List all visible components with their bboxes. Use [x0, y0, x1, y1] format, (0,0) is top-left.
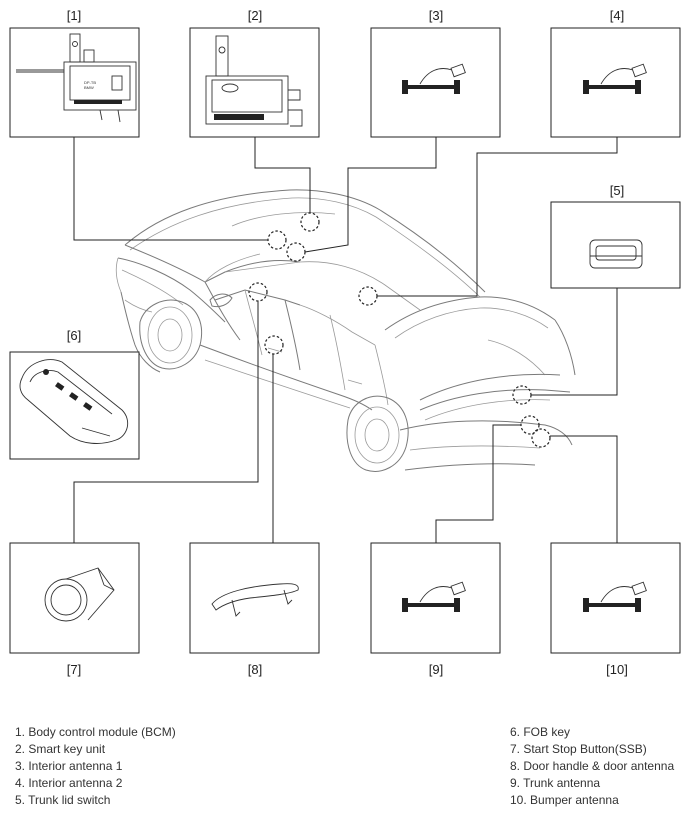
callout-2: [2]	[248, 8, 262, 23]
bcm-label-b: BMW	[84, 85, 94, 90]
leader-lines	[73, 137, 618, 543]
antenna-icon	[402, 581, 466, 612]
legend-item: 2. Smart key unit	[15, 742, 106, 756]
box-fob-key	[9, 351, 140, 460]
marker-door-handle	[264, 335, 284, 355]
callout-1: [1]	[67, 8, 81, 23]
legend-item: 9. Trunk antenna	[510, 776, 601, 790]
antenna-icon	[402, 63, 466, 94]
marker-trunk-antenna	[520, 415, 540, 435]
marker-interior-antenna-2	[358, 286, 378, 306]
box-trunk-antenna	[370, 542, 501, 654]
door-handle-icon	[211, 583, 299, 617]
box-trunk-lid-switch	[550, 201, 681, 289]
legend-right: 6. FOB key 7. Start Stop Button(SSB) 8. …	[510, 724, 674, 809]
legend-item: 5. Trunk lid switch	[15, 793, 111, 807]
callout-7: [7]	[67, 662, 81, 677]
bcm-module-icon: DP-TB BMW	[16, 33, 137, 123]
callout-4: [4]	[610, 8, 624, 23]
marker-bcm	[267, 230, 287, 250]
marker-smart-key-unit	[300, 212, 320, 232]
callout-9: [9]	[429, 662, 443, 677]
legend-item: 7. Start Stop Button(SSB)	[510, 742, 647, 756]
legend-left: 1. Body control module (BCM) 2. Smart ke…	[15, 724, 176, 809]
legend-item: 3. Interior antenna 1	[15, 759, 123, 773]
smart-key-unit-icon	[205, 35, 303, 127]
marker-interior-antenna-1	[286, 242, 306, 262]
antenna-icon	[583, 581, 647, 612]
box-smart-key-unit	[189, 27, 320, 138]
callout-10: [10]	[606, 662, 628, 677]
callout-8: [8]	[248, 662, 262, 677]
trunk-switch-icon	[589, 239, 643, 269]
callout-3: [3]	[429, 8, 443, 23]
box-door-handle	[189, 542, 320, 654]
legend-item: 4. Interior antenna 2	[15, 776, 123, 790]
bcm-label-a: DP-TB	[84, 80, 96, 85]
legend-item: 8. Door handle & door antenna	[510, 759, 675, 773]
car-illustration	[115, 189, 576, 472]
box-bumper-antenna	[550, 542, 681, 654]
box-interior-antenna-2	[550, 27, 681, 138]
callout-6: [6]	[67, 328, 81, 343]
marker-trunk-lid-switch	[512, 385, 532, 405]
fob-key-icon	[19, 359, 129, 444]
box-interior-antenna-1	[370, 27, 501, 138]
callout-5: [5]	[610, 183, 624, 198]
legend-item: 6. FOB key	[510, 725, 571, 739]
antenna-icon	[583, 63, 647, 94]
legend-item: 10. Bumper antenna	[510, 793, 619, 807]
start-stop-button-icon	[44, 567, 115, 622]
box-start-stop-button	[9, 542, 140, 654]
location-markers	[248, 212, 551, 448]
marker-bumper-antenna	[531, 428, 551, 448]
legend-item: 1. Body control module (BCM)	[15, 725, 176, 739]
